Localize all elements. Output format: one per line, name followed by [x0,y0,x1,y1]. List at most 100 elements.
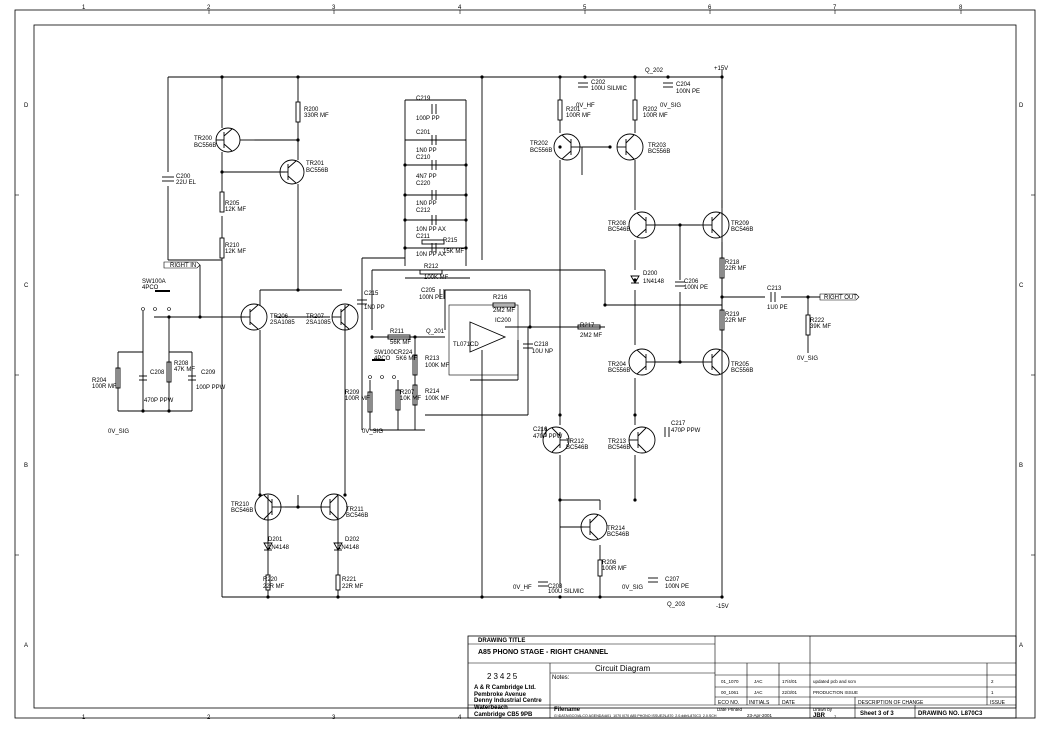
r224-val: 5K6 MF [396,356,417,362]
tr203-val: BC556B [648,149,670,155]
r220-val: 22R MF [263,584,285,590]
title-block-text: DRAWING TITLE A85 PHONO STAGE - RIGHT CH… [474,638,1006,719]
notes-label: Notes: [552,675,570,681]
tr200-symbol [215,127,241,153]
change-header-eco: ECO NO. [718,700,739,706]
net-gnd-sig-c204: 0V_SIG [660,103,681,109]
tr213-symbol [628,426,656,454]
r215-val: 15K MF [443,249,464,255]
c208-val: 470P PPW [144,398,174,404]
c213-ref: C213 [767,286,782,292]
net-gnd-hf-c203: 0V_HF [513,585,532,591]
filename-label: Filename [554,707,581,713]
r217-val: 2M2 MF [580,333,602,339]
tr204-symbol [628,348,656,376]
net-gnd-sig-out: 0V_SIG [797,356,818,362]
r205-val: 12K MF [225,207,246,213]
tr201-val: BC556B [306,168,328,174]
tr212-ref: TR212 [566,439,585,445]
sw100c-val: 4PCO [374,356,391,362]
r211-val: 56K MF [390,340,411,346]
change-1-eco: 01_1070 [721,679,739,684]
c216-val: 470P PPW [533,434,563,440]
c202-ref: C202 [591,80,606,86]
tr208-val: BC546B [608,227,630,233]
drawn-by-label: Drawn by [813,707,833,712]
tr205-val: BC556B [731,368,753,374]
change-header-desc: DESCRIPTION OF CHANGE [858,700,924,706]
c203-ref: C203 [548,584,563,590]
drawn-by-sub: 7 [834,714,837,719]
transistor-symbols [215,127,730,541]
c204-val: 100N PE [676,89,700,95]
r218-val: 22R MF [725,266,747,272]
c211-ref: C211 [416,234,431,240]
net-pos-15v: +15V [714,66,728,72]
change-2-initials: JAC [754,690,763,695]
c215-ref: C215 [364,291,379,297]
sw100c-ref: SW100C [374,350,399,356]
c203-val: 100U SILMIC [548,589,585,595]
change-1-issue: 2 [991,679,994,684]
r208-val: 47K MF [174,367,195,373]
r216-ref: R216 [493,295,508,301]
drawing-number-code: 23425 [487,672,519,681]
r222-ref: R222 [810,318,825,324]
ic200-ref: IC200 [495,318,512,324]
r212-val: 100K MF [424,275,449,281]
d201-val: 1N4148 [268,545,290,551]
c218-val: 10U NP [532,349,553,355]
c200-val: 22U EL [176,180,197,186]
sw100a-val: 4PCO [142,285,159,291]
tr202-ref: TR202 [530,141,549,147]
component-labels: TR200 BC556B TR201 BC556B R200 330R MF C… [92,80,831,595]
r222-val: 39K MF [810,324,831,330]
r209-ref: R209 [345,390,360,396]
company-line-2: Pembroke Avenue [474,692,527,698]
op-amp-symbol [448,304,519,376]
c216-ref: C216 [533,427,548,433]
tr210-symbol [254,493,285,521]
r206-val: 100R MF [602,566,627,572]
c218-ref: C218 [534,342,549,348]
col-label-4-bottom: 4 [458,715,462,721]
c201-val: 1N0 PP [416,148,437,154]
tr210-val: BC546B [231,508,253,514]
wiring [117,70,820,598]
c213-val: 1U0 PE [767,305,788,311]
sheet-number: Sheet 3 of 3 [860,711,894,717]
c205-val: 100N PE [419,295,443,301]
d200-val: 1N4148 [643,279,665,285]
d202-val: 1N4148 [338,545,360,551]
row-label-d-right: D [1019,103,1024,109]
c201-ref: C201 [416,130,431,136]
r205-ref: R205 [225,201,240,207]
tr204-val: BC556B [608,368,630,374]
c200-ref: C200 [176,174,191,180]
col-label-8: 8 [959,5,963,11]
tr209-ref: TR209 [731,221,750,227]
change-header-issue: ISSUE [990,700,1006,706]
tr206-ref: TR206 [270,314,289,320]
net-labels: +15V -15V RIGHT IN RIGHT OUT Q_202 Q_201… [108,66,857,610]
c220-ref: C220 [416,181,431,187]
company-line-4: Waterbeach [474,705,508,711]
r224-ref: R224 [398,350,413,356]
col-label-2: 2 [207,5,211,11]
tr211-ref: TR211 [346,507,364,513]
drawing-title: A85 PHONO STAGE - RIGHT CHANNEL [478,649,609,656]
change-header-date: DATE [782,700,796,706]
tr208-ref: TR208 [608,221,627,227]
junction-dots [141,75,810,599]
tr201-ref: TR201 [306,161,325,167]
c206-ref: C206 [684,279,699,285]
tr207-val: 2SA1085 [306,320,331,326]
row-label-b-right: B [1019,463,1023,469]
net-flags [163,261,860,301]
r207-val: 10K MF [400,396,421,402]
r220-ref: R220 [263,577,278,583]
c220-val: 1N0 PP [416,201,437,207]
row-label-a: A [24,643,28,649]
row-label-c: C [24,283,29,289]
net-q202: Q_202 [645,68,664,74]
